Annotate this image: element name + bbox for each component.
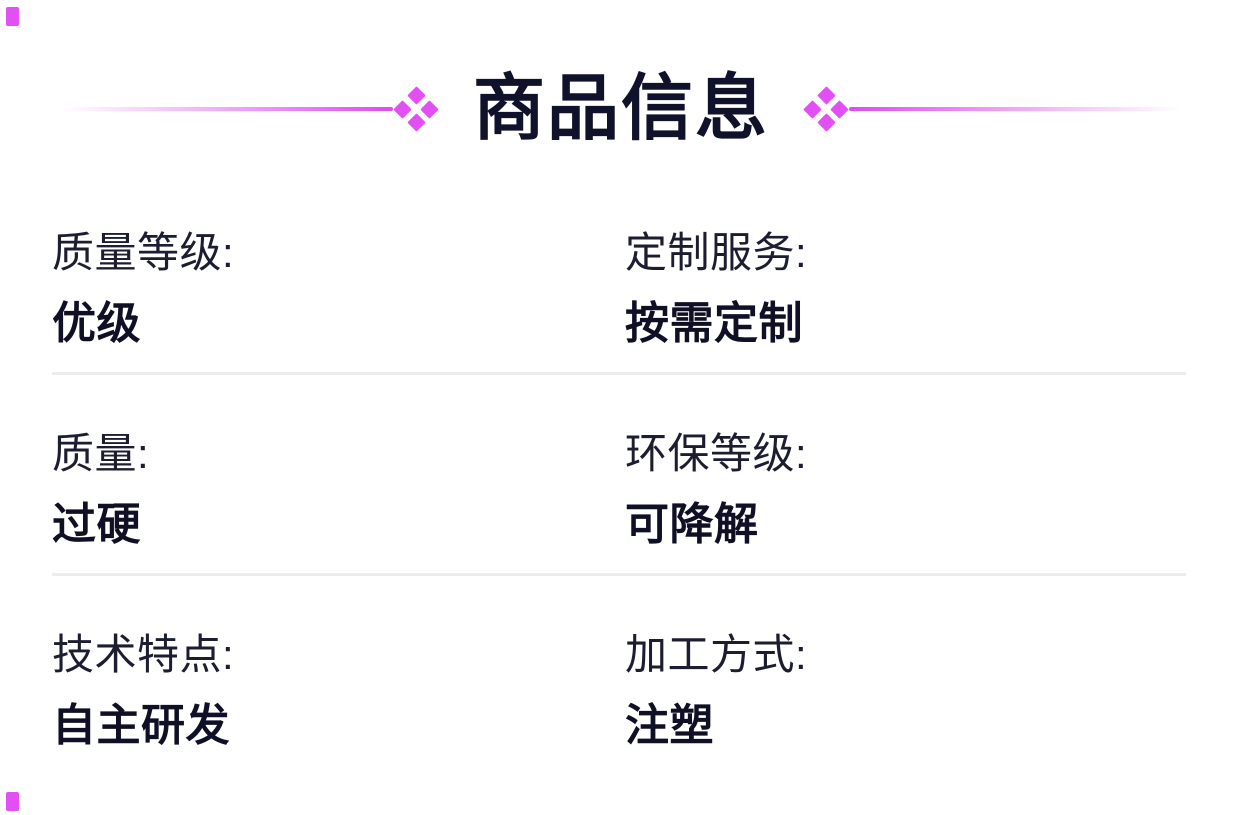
attribute-label: 加工方式: bbox=[625, 631, 808, 678]
attribute-label: 质量等级: bbox=[52, 229, 235, 276]
row-divider bbox=[52, 372, 1186, 375]
attribute-value: 优级 bbox=[52, 299, 141, 348]
section-title: 商品信息 bbox=[473, 69, 770, 149]
attribute-label: 定制服务: bbox=[625, 229, 808, 276]
attribute-value: 按需定制 bbox=[625, 299, 803, 348]
product-attributes: 质量等级: 优级 定制服务: 按需定制 质量: 过硬 环保等级: 可降解 技术特… bbox=[0, 232, 1242, 748]
attribute-row: 质量等级: 优级 定制服务: 按需定制 bbox=[0, 232, 1242, 346]
attribute-label: 技术特点: bbox=[52, 631, 235, 678]
row-divider bbox=[52, 573, 1186, 576]
attribute-label: 环保等级: bbox=[625, 430, 808, 477]
corner-accent-mark-top bbox=[6, 7, 19, 26]
attribute-quality-grade: 质量等级: 优级 bbox=[52, 232, 625, 346]
attribute-value: 自主研发 bbox=[52, 701, 230, 750]
attribute-value: 可降解 bbox=[625, 500, 759, 549]
header-gradient-line-right bbox=[849, 107, 1183, 111]
attribute-row: 技术特点: 自主研发 加工方式: 注塑 bbox=[0, 634, 1242, 748]
attribute-quality: 质量: 过硬 bbox=[52, 433, 625, 547]
section-header: 商品信息 bbox=[60, 66, 1183, 152]
attribute-value: 注塑 bbox=[625, 701, 714, 750]
diamond-cluster-icon-left bbox=[393, 86, 439, 132]
attribute-tech-feature: 技术特点: 自主研发 bbox=[52, 634, 625, 748]
header-gradient-line-left bbox=[60, 107, 393, 111]
corner-accent-mark-bottom bbox=[6, 792, 19, 811]
attribute-eco-grade: 环保等级: 可降解 bbox=[625, 433, 1186, 547]
attribute-label: 质量: bbox=[52, 430, 150, 477]
diamond-cluster-icon-right bbox=[803, 86, 849, 132]
attribute-row: 质量: 过硬 环保等级: 可降解 bbox=[0, 433, 1242, 547]
attribute-custom-service: 定制服务: 按需定制 bbox=[625, 232, 1186, 346]
attribute-process-method: 加工方式: 注塑 bbox=[625, 634, 1186, 748]
attribute-value: 过硬 bbox=[52, 500, 141, 549]
